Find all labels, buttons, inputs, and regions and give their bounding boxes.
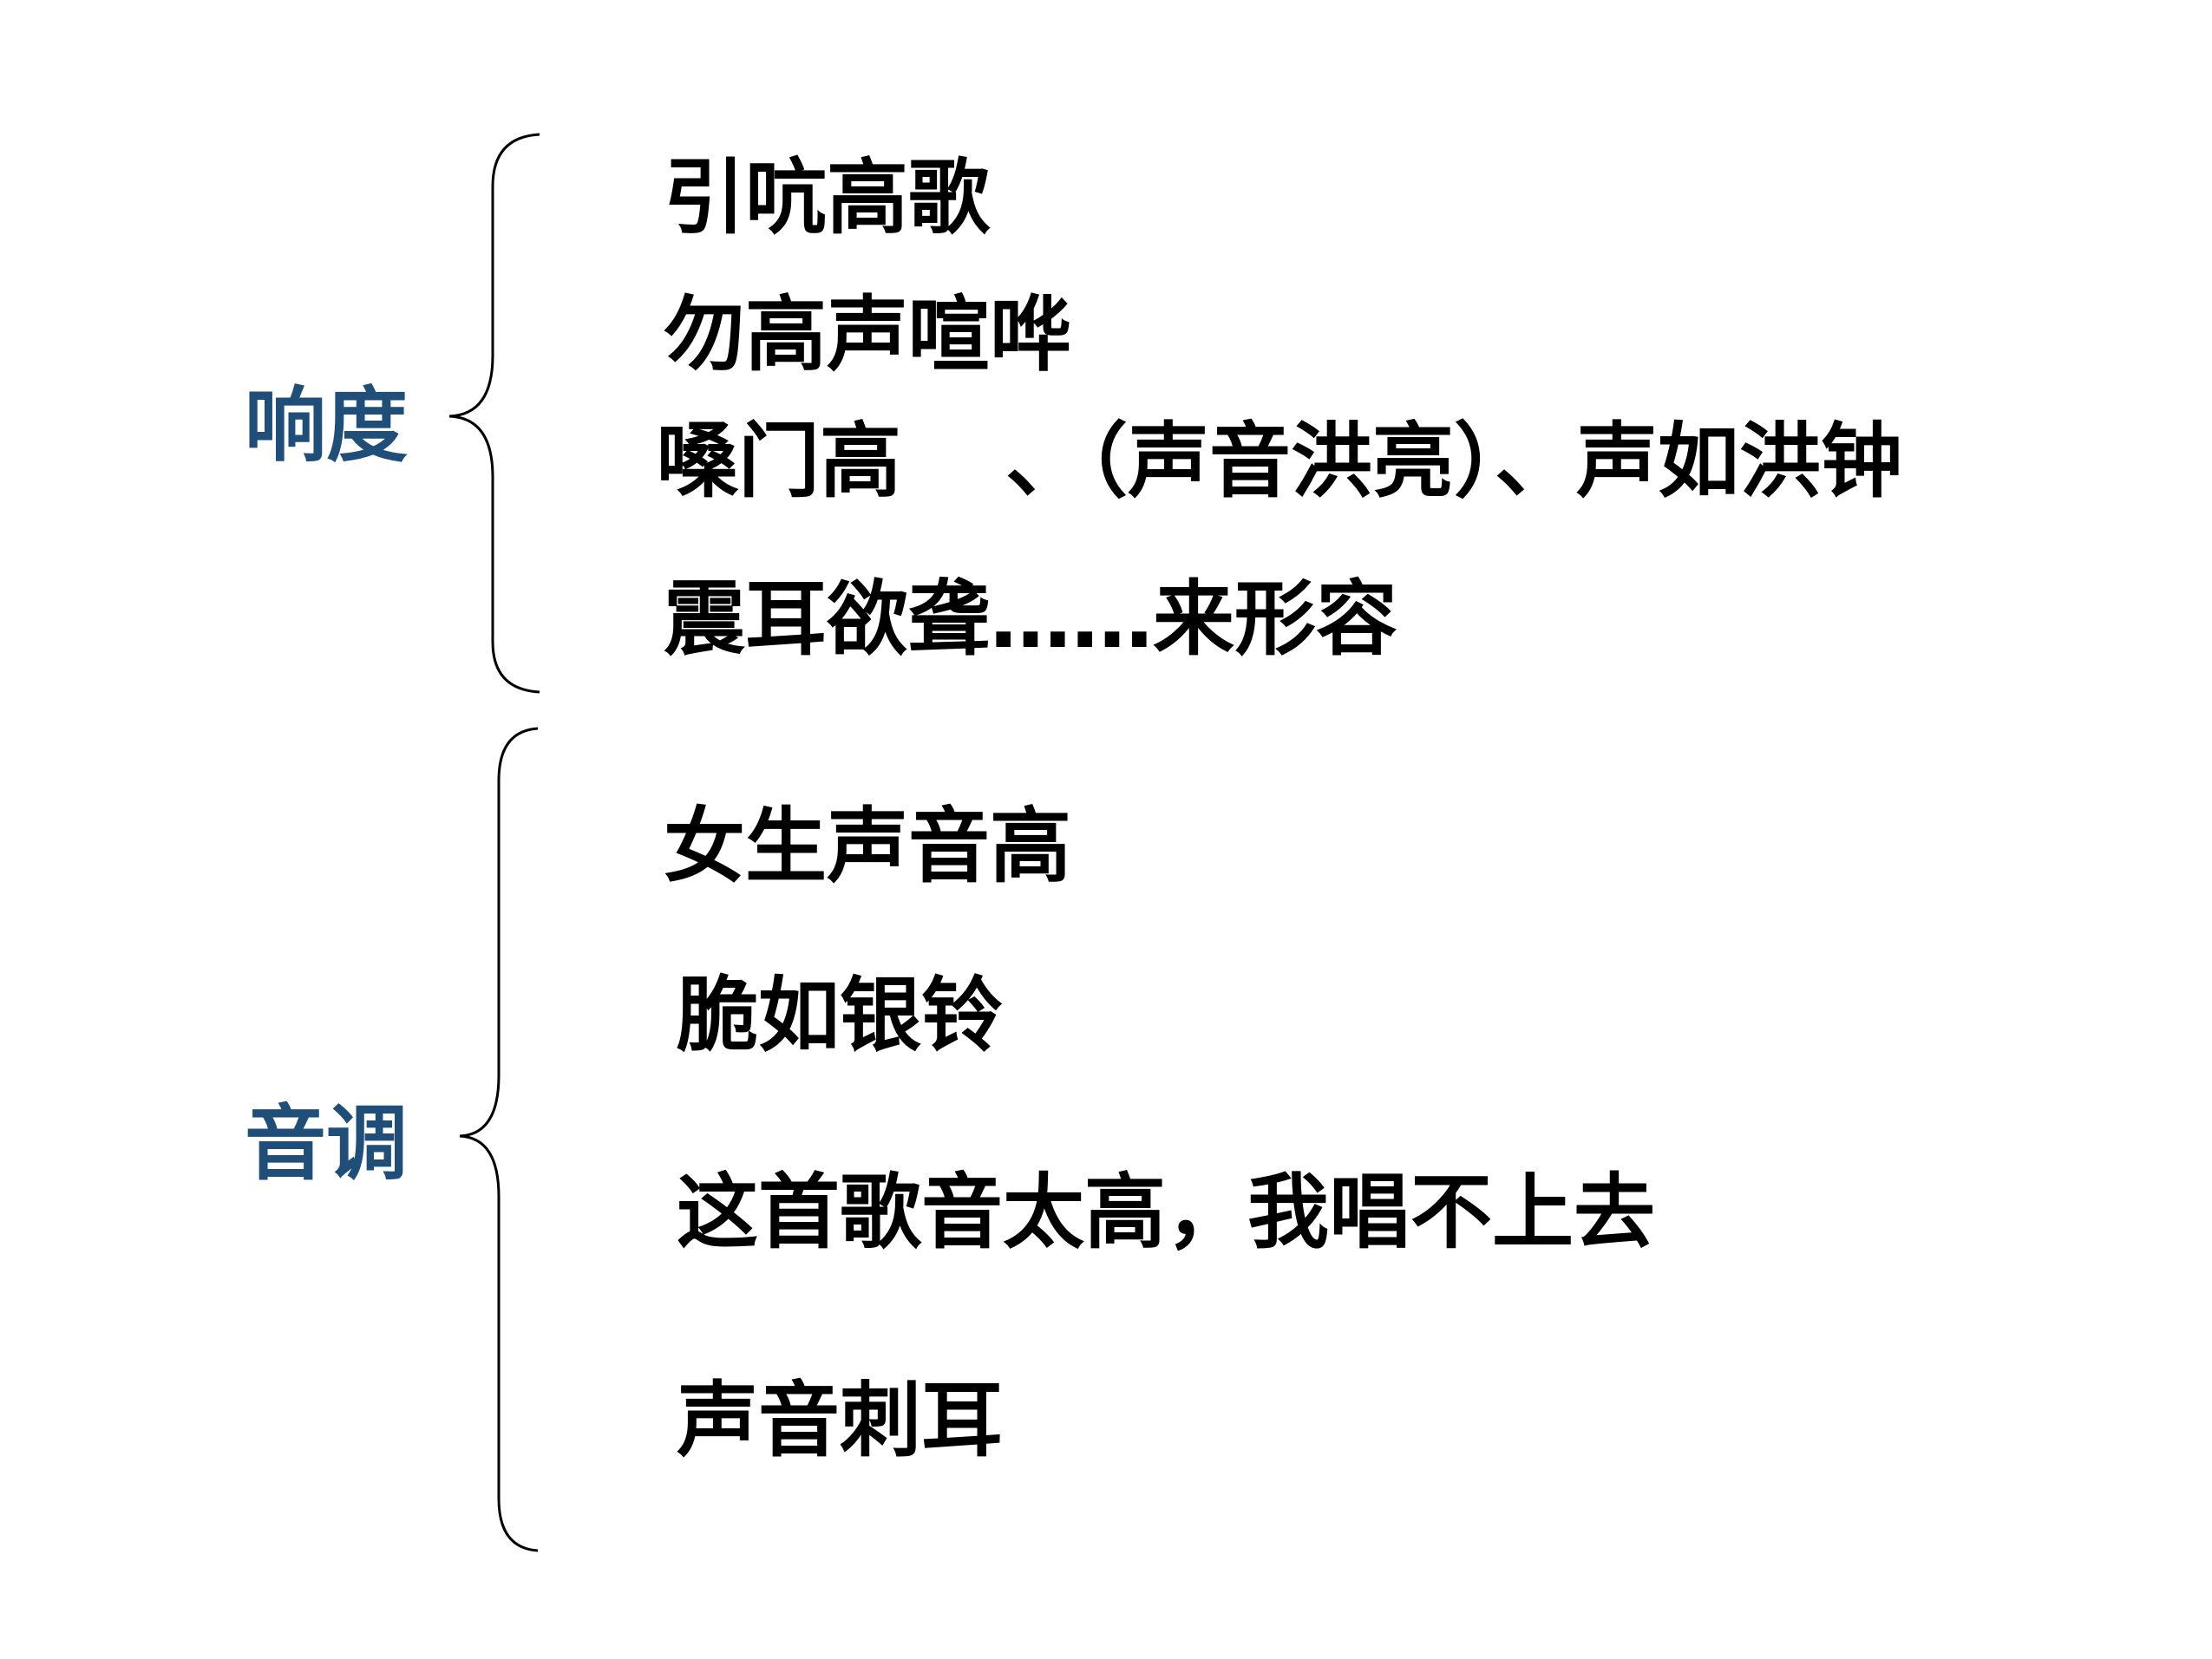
loudness-item-3: 嗓门高、（声音洪亮）、声如洪钟 [657,421,1902,503]
loudness-item-3-text: 嗓门高 [657,415,902,509]
loudness-item-5: 震耳欲聋……来形容 [664,572,1398,667]
pitch-item-3: 这首歌音太高，我唱不上去 [677,1166,1656,1260]
loudness-item-2: 勿高声喧哗 [664,288,1072,382]
loudness-label: 响度 [245,379,409,474]
pitch-item-1: 女生声音高 [664,800,1072,894]
loudness-item-1: 引吭高歌 [664,151,991,245]
pitch-item-4: 声音刺耳 [677,1374,1004,1468]
pitch-label: 音调 [245,1097,409,1192]
loudness-item-4: 、（声音洪亮）、声如洪钟 [1005,415,1903,509]
pitch-item-2: 脆如银铃 [677,969,1004,1063]
